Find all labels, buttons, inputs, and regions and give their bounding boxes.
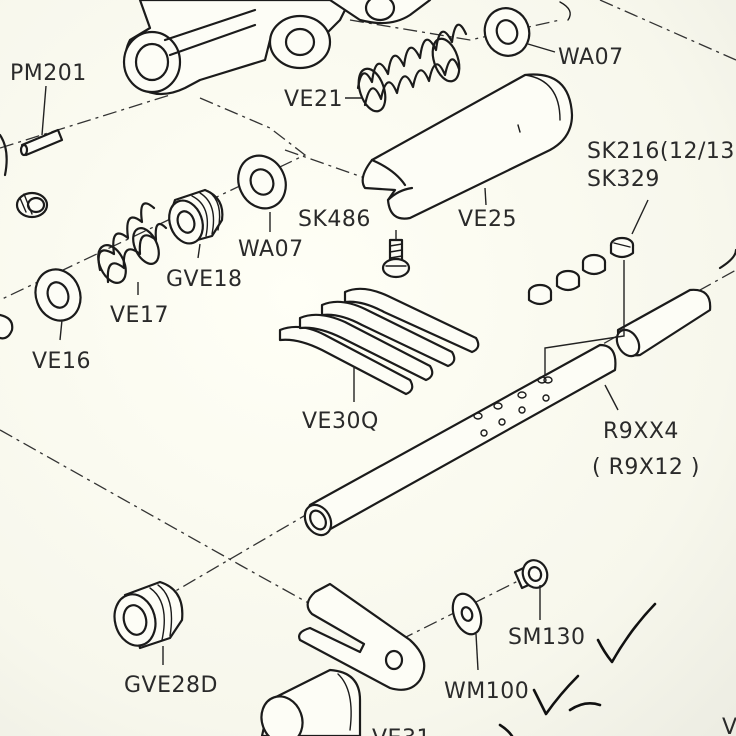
label-gve28d: GVE28D xyxy=(124,673,218,698)
sleeve-ve25 xyxy=(361,73,574,220)
label-pm201: PM201 xyxy=(10,61,87,86)
pin-pm201 xyxy=(19,128,64,157)
spring-ve17 xyxy=(97,202,168,284)
screw-sk486 xyxy=(381,238,411,279)
housing-part xyxy=(122,0,432,96)
label-ve16: VE16 xyxy=(32,349,91,374)
check-mark-3 xyxy=(498,723,514,736)
label-wm100: WM100 xyxy=(444,679,529,704)
label-gve18: GVE18 xyxy=(166,267,243,292)
washer-wm100 xyxy=(451,592,483,636)
axis-line-top-right xyxy=(599,0,736,61)
check-mark-1 xyxy=(596,602,657,664)
label-sk329: SK329 xyxy=(587,167,660,192)
axis-line-lower-diagonal xyxy=(0,429,331,616)
axis-line-top xyxy=(349,19,561,41)
label-wa07-mid: WA07 xyxy=(238,237,304,262)
part-labels: PM201 WA07 VE21 SK216(12/13 SK329 SK486 … xyxy=(10,45,736,736)
screw-sm130 xyxy=(513,559,549,590)
leader-lines xyxy=(41,43,649,671)
shaft-r9xx4 xyxy=(303,343,617,537)
washer-wa07-mid xyxy=(237,154,287,210)
tube-right xyxy=(615,248,736,358)
bushing-gve28d xyxy=(113,580,184,650)
check-mark-scribble xyxy=(568,702,602,712)
bushing-gve18 xyxy=(168,188,224,245)
cylinder-bottom xyxy=(260,668,362,736)
label-ve21: VE21 xyxy=(284,87,343,112)
washer-ve16 xyxy=(0,268,82,340)
screws-sk216-group xyxy=(527,236,635,306)
check-mark-2 xyxy=(532,674,580,716)
axis-line-top-left xyxy=(0,94,171,149)
label-edge-v: V xyxy=(722,715,736,736)
label-ve-bottom: VE31 xyxy=(372,726,431,736)
label-sk216: SK216(12/13 xyxy=(587,139,735,164)
label-ve30q: VE30Q xyxy=(302,409,379,434)
plug-left xyxy=(0,133,49,219)
lever-plate xyxy=(298,582,426,691)
check-marks xyxy=(498,602,657,736)
washer-wa07-top xyxy=(483,1,571,57)
label-r9x12: ( R9X12 ) xyxy=(592,455,700,480)
spring-ve21 xyxy=(356,23,468,113)
label-ve17: VE17 xyxy=(110,303,169,328)
axis-line-spring-stack xyxy=(0,97,307,301)
label-ve25: VE25 xyxy=(458,207,517,232)
label-wa07-top: WA07 xyxy=(558,45,624,70)
label-r9xx4: R9XX4 xyxy=(603,419,679,444)
label-sm130: SM130 xyxy=(508,625,585,650)
label-sk486: SK486 xyxy=(298,207,371,232)
flat-springs-ve30q xyxy=(278,287,480,396)
